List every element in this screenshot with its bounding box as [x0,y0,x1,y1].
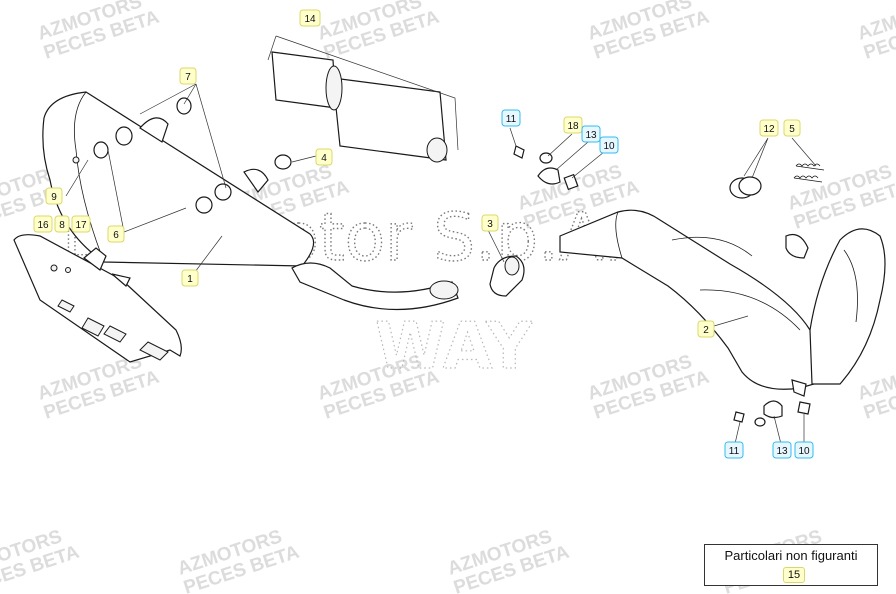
coupling-sleeve [489,255,525,297]
callout-label: 13 [585,130,597,141]
watermark-text: AZMOTORSPECES BETA [35,348,162,424]
callout-marker: 18 [563,116,583,134]
silencer [42,91,459,311]
callout-marker: 4 [315,148,333,166]
upper-hardware [513,145,579,191]
legend-title: Particolari non figuranti [724,548,858,563]
callout-label: 10 [603,141,615,152]
watermark-text: AZMOTORSPECES BETA [175,523,302,594]
callout-label: 3 [487,219,493,230]
leader-lines [65,83,817,449]
callout-marker: 13 [581,125,601,143]
watermark-text: AZMOTORSPECES BETA [0,523,82,594]
expansion-chamber [559,209,886,397]
callout-label: 9 [51,192,57,203]
callout-marker: 5 [783,119,801,137]
callout-marker: 10 [599,136,619,154]
callout-label: 6 [113,230,119,241]
callout-label: 16 [37,220,49,231]
callout-marker: 6 [107,225,125,243]
callout-marker: 7 [179,67,197,85]
callout-label: 1 [187,274,193,285]
callout-marker: 11 [501,109,521,127]
callout-marker: 8 [54,215,70,233]
callout-marker: 3 [481,214,499,232]
legend-part-number: 15 [783,567,805,583]
watermark-text: AZMOTORSPECES BETA [445,523,572,594]
heat-guard [13,234,182,363]
callout-label: 7 [185,72,191,83]
watermark-text: AZMOTORSPECES BETA [855,348,896,424]
callout-marker: 9 [45,187,63,205]
silencer-packing-tube [267,35,459,163]
grommets [72,97,292,214]
callout-label: 11 [729,446,740,457]
callout-label: 11 [506,114,517,125]
watermark-text: AZMOTORSPECES BETA [315,0,442,64]
watermark-text: AZMOTORSPECES BETA [35,0,162,64]
callout-label: 12 [763,124,775,135]
watermark-text: AZMOTORSPECES BETA [585,348,712,424]
callout-label: 10 [798,446,810,457]
callout-marker: 17 [71,215,91,233]
callout-marker: 14 [299,9,321,27]
callout-marker: 10 [794,441,814,459]
callout-label: 14 [304,14,316,25]
callout-label: 18 [567,121,579,132]
watermark-text: AZMOTORSPECES BETA [855,0,896,64]
watermark-text: AZMOTORSPECES BETA [585,0,712,64]
callout-marker: 11 [724,441,744,459]
callout-label: 17 [75,220,87,231]
lower-hardware [733,400,811,427]
callout-label: 5 [789,124,795,135]
callout-marker: 1 [181,269,199,287]
callout-marker: 13 [772,441,792,459]
callout-marker: 12 [759,119,779,137]
callout-label: 13 [776,446,788,457]
orings-springs [729,163,825,199]
callout-marker: 16 [33,215,53,233]
callout-label: 8 [59,220,65,231]
watermark-text: AZMOTORSPECES BETA [785,158,896,234]
missing-parts-legend: Particolari non figuranti 15 [704,544,878,586]
callout-marker: 2 [697,320,715,338]
callout-label: 4 [321,153,327,164]
callout-label: 2 [703,325,709,336]
motto-watermark: WAY [375,310,533,384]
